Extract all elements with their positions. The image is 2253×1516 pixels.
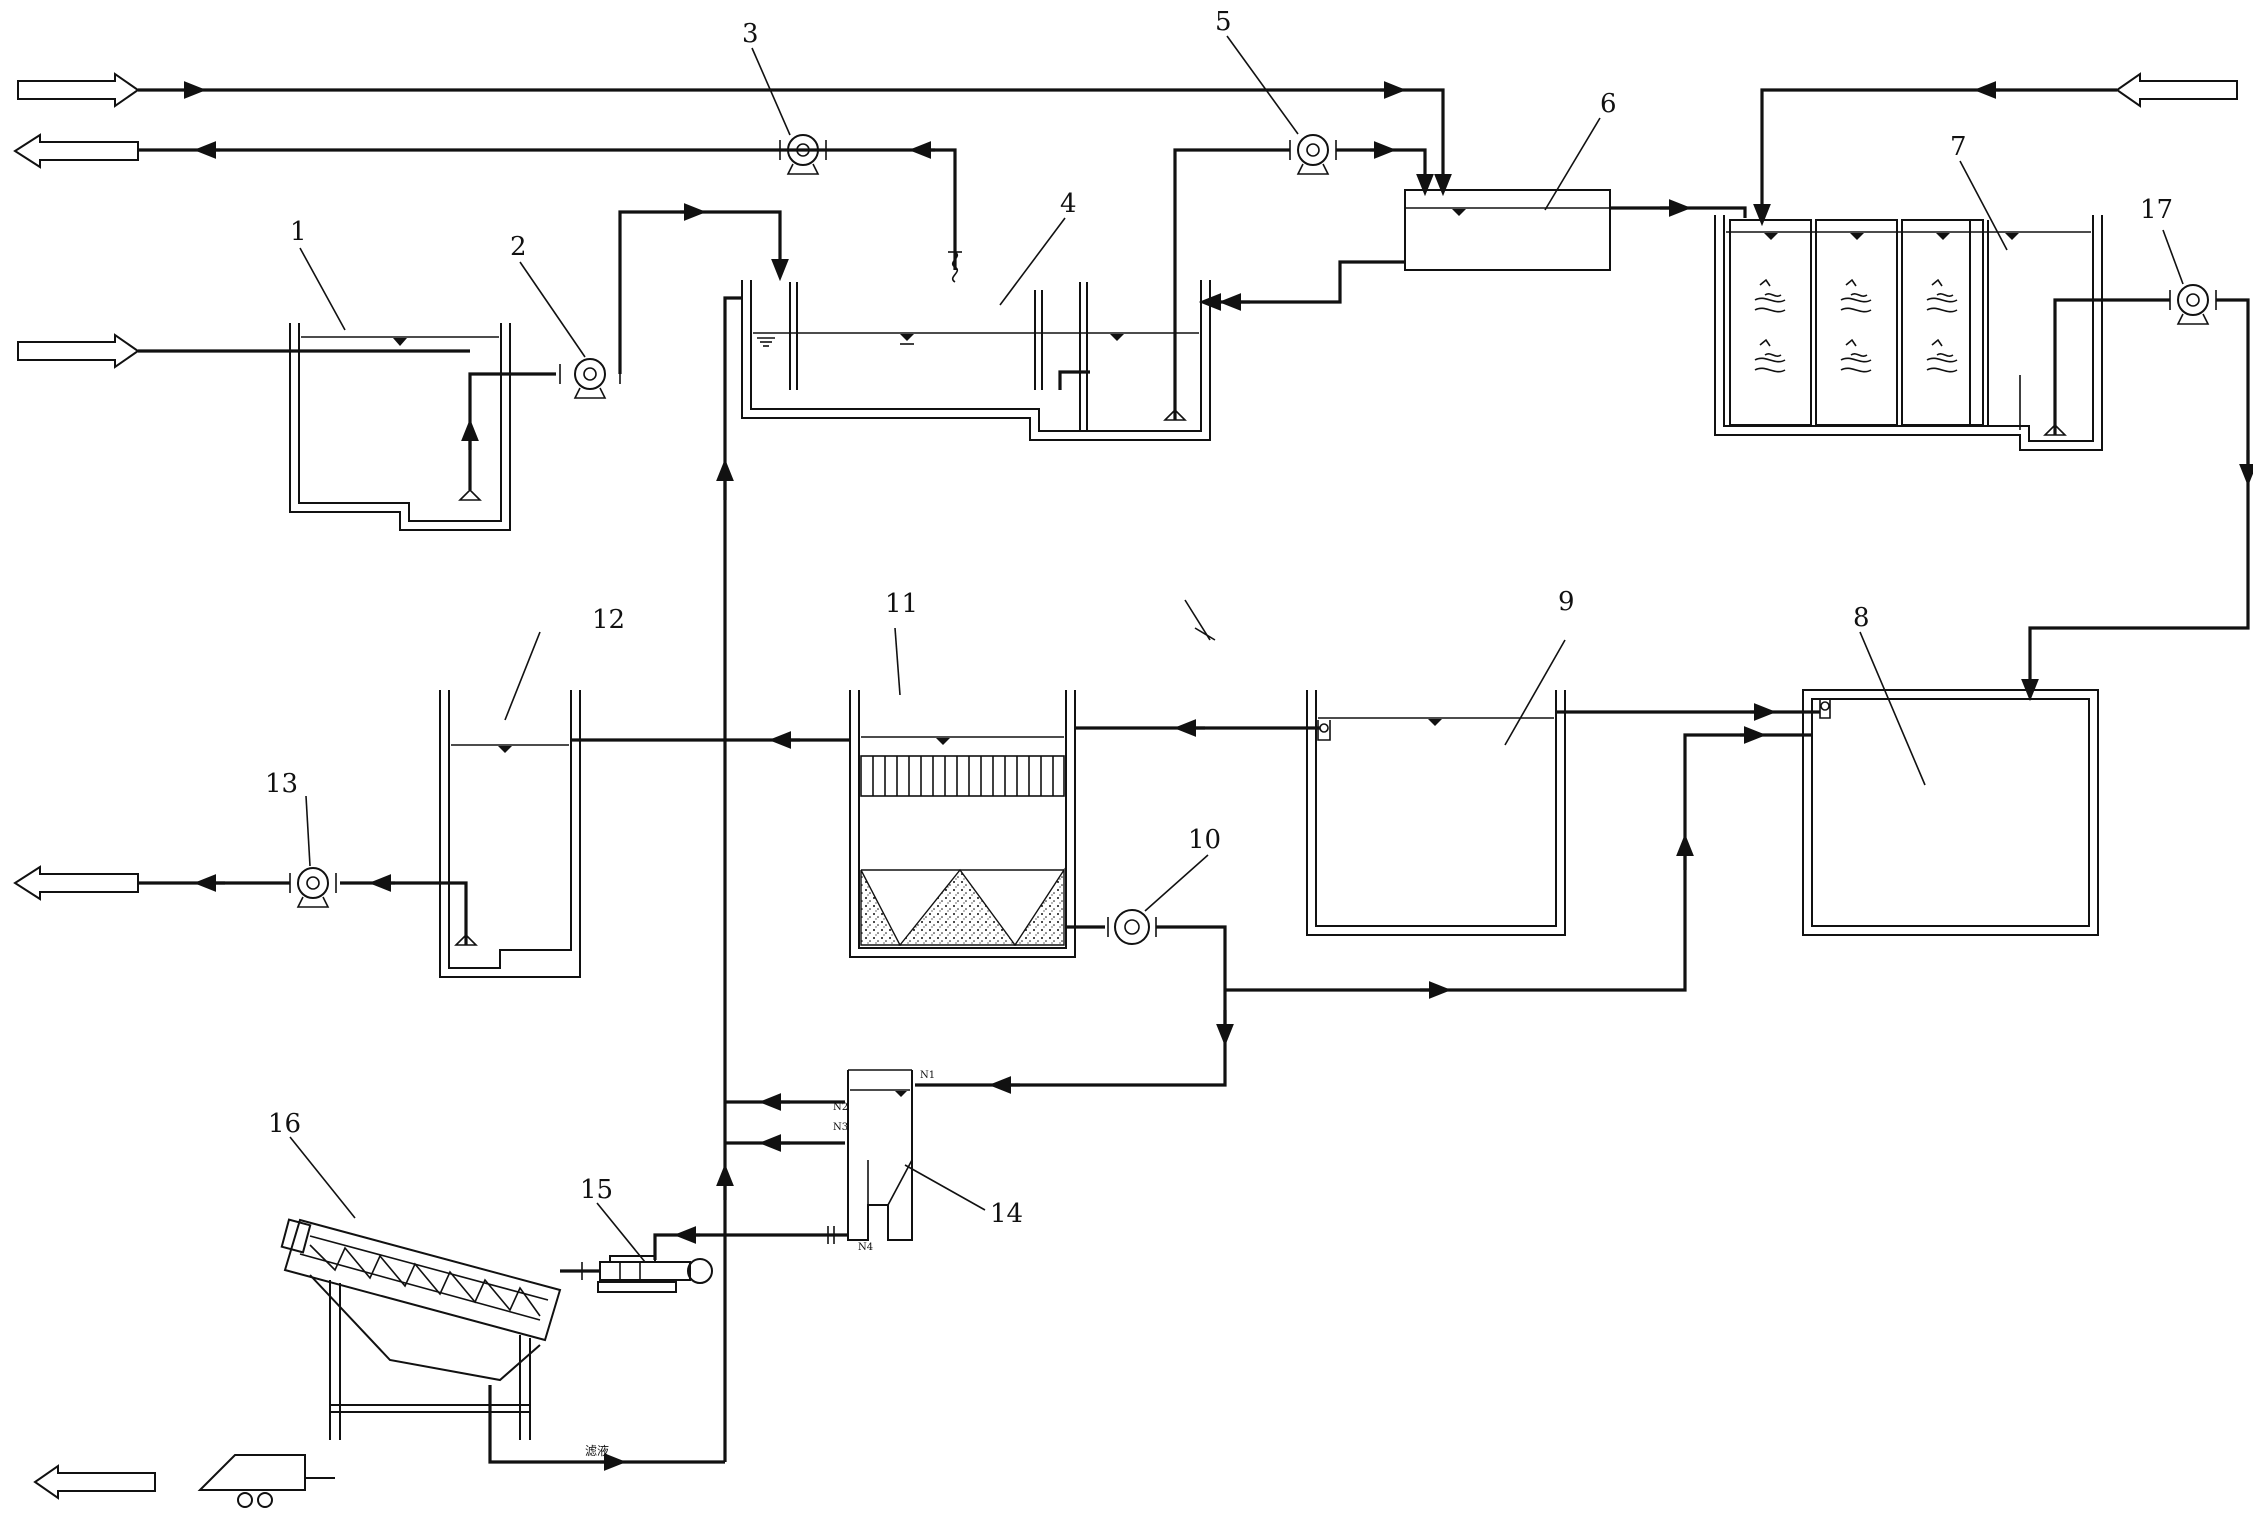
label-17: 17 [2140, 195, 2173, 225]
outflow-arrow-icon [13, 133, 139, 169]
return-line [716, 296, 845, 1462]
inflow-arrow-icon [17, 333, 140, 369]
truck-icon [197, 1454, 335, 1508]
biofilm-media-icon [1754, 278, 1958, 373]
tank-9 [1306, 690, 1820, 936]
label-10: 10 [1188, 825, 1221, 855]
screw-pump-15 [560, 1255, 713, 1293]
label-12: 12 [592, 605, 625, 635]
pump-2 [559, 203, 789, 399]
pump-10 [915, 726, 1812, 1094]
diffuser-icon [2043, 423, 2067, 436]
top-inflow-line [138, 81, 1452, 197]
water-level-icon [1110, 334, 1124, 341]
inflow-arrow-icon [17, 72, 140, 108]
label-11: 11 [885, 589, 918, 619]
tank-4 [741, 148, 1290, 441]
pump-5 [1289, 134, 1434, 197]
tube-settler-icon [872, 756, 1054, 796]
port-label: N1 [920, 1070, 935, 1081]
right-inflow-line [1753, 81, 2117, 227]
label-3: 3 [742, 19, 759, 49]
label-16: 16 [268, 1109, 301, 1139]
tank-12 [340, 690, 730, 978]
pump-13 [138, 867, 337, 908]
tank-8 [1802, 689, 2099, 936]
diffuser-icon [458, 488, 482, 501]
water-level-icon [900, 334, 914, 341]
label-15: 15 [580, 1175, 613, 1205]
pump-3 [779, 134, 827, 175]
tank-6 [1198, 189, 1747, 311]
label-14: 14 [990, 1199, 1023, 1229]
tank-11 [730, 690, 1320, 958]
label-5: 5 [1215, 7, 1232, 37]
diffuser-icon [454, 933, 478, 946]
water-level-icon [1452, 209, 1466, 216]
label-7: 7 [1950, 132, 1967, 162]
diffuser-icon [1163, 408, 1187, 421]
label-8: 8 [1853, 603, 1870, 633]
component-labels: 1 2 3 4 5 6 7 8 9 10 11 12 13 14 15 16 1… [265, 7, 2173, 1229]
port-label: N3 [833, 1122, 848, 1133]
port-label: N4 [858, 1242, 873, 1253]
filtrate-label: 滤液 [585, 1443, 609, 1458]
outflow-arrow-icon [13, 865, 139, 901]
tank-7 [1714, 215, 2170, 451]
outflow-arrow-icon [33, 1464, 156, 1500]
label-1: 1 [290, 217, 307, 247]
inflow-arrow-icon [2115, 72, 2238, 108]
label-13: 13 [265, 769, 298, 799]
tank-1 [138, 323, 556, 531]
label-6: 6 [1600, 89, 1617, 119]
port-label: N2 [833, 1102, 848, 1113]
screw-press-icon: 滤液 [280, 1218, 725, 1471]
tank-14: N1 N2 N3 N4 [653, 1069, 935, 1260]
top-outflow-line [138, 141, 957, 270]
pump-17 [2021, 284, 2253, 702]
label-4: 4 [1060, 189, 1077, 219]
label-2: 2 [510, 232, 527, 262]
leader-lines [289, 35, 2184, 1263]
label-9: 9 [1558, 587, 1575, 617]
water-level-icon [393, 338, 407, 346]
